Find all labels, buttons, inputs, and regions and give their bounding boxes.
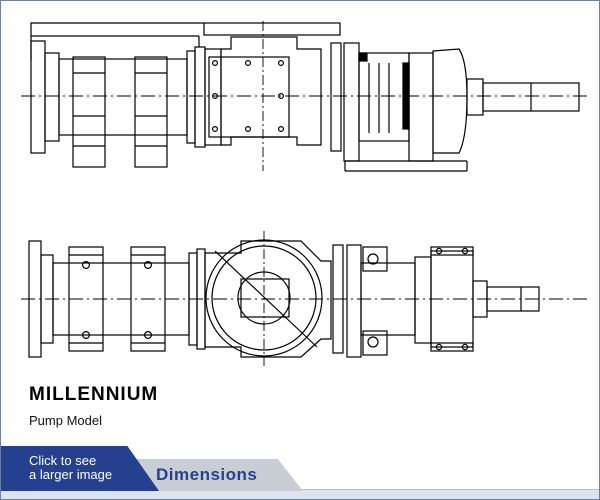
top-view: [21, 231, 591, 366]
dimensions-tab-label: Dimensions: [156, 465, 258, 484]
product-title: MILLENNIUM: [29, 384, 159, 405]
side-view: [21, 21, 591, 172]
larger-image-tab[interactable]: Click to see a larger image: [1, 446, 159, 491]
pump-technical-drawing[interactable]: [1, 1, 600, 381]
product-subtitle: Pump Model: [29, 413, 102, 428]
larger-image-tab-label: Click to see a larger image: [29, 453, 113, 482]
